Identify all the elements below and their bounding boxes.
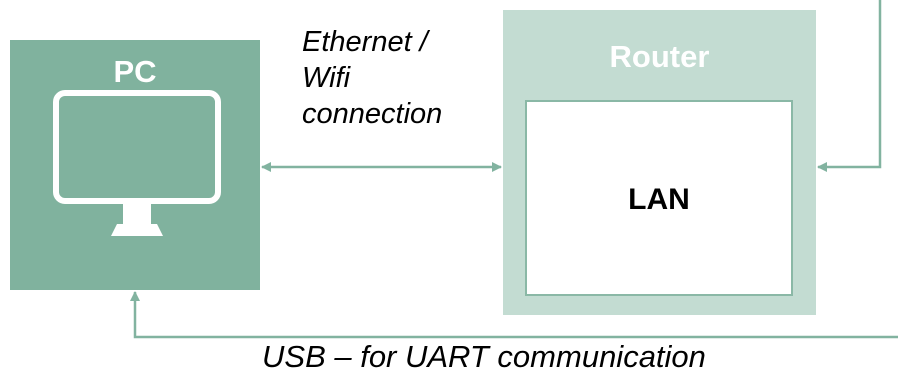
- lan-box: LAN: [525, 100, 793, 296]
- usb-uart-label: USB – for UART communication: [262, 339, 706, 374]
- external-connection-arrow: [817, 0, 882, 172]
- lan-label: LAN: [628, 183, 690, 216]
- ethernet-wifi-label: Ethernet / Wifi connection: [302, 24, 442, 132]
- pc-title: PC: [113, 54, 157, 89]
- ethernet-label-line: Wifi: [302, 62, 351, 94]
- router-title: Router: [609, 39, 710, 74]
- usb-connection-arrow: [130, 291, 898, 339]
- pc-box: PC: [10, 40, 260, 290]
- ethernet-label-line: connection: [302, 98, 443, 130]
- monitor-icon: [53, 90, 221, 236]
- ethernet-label-line: Ethernet /: [302, 26, 428, 58]
